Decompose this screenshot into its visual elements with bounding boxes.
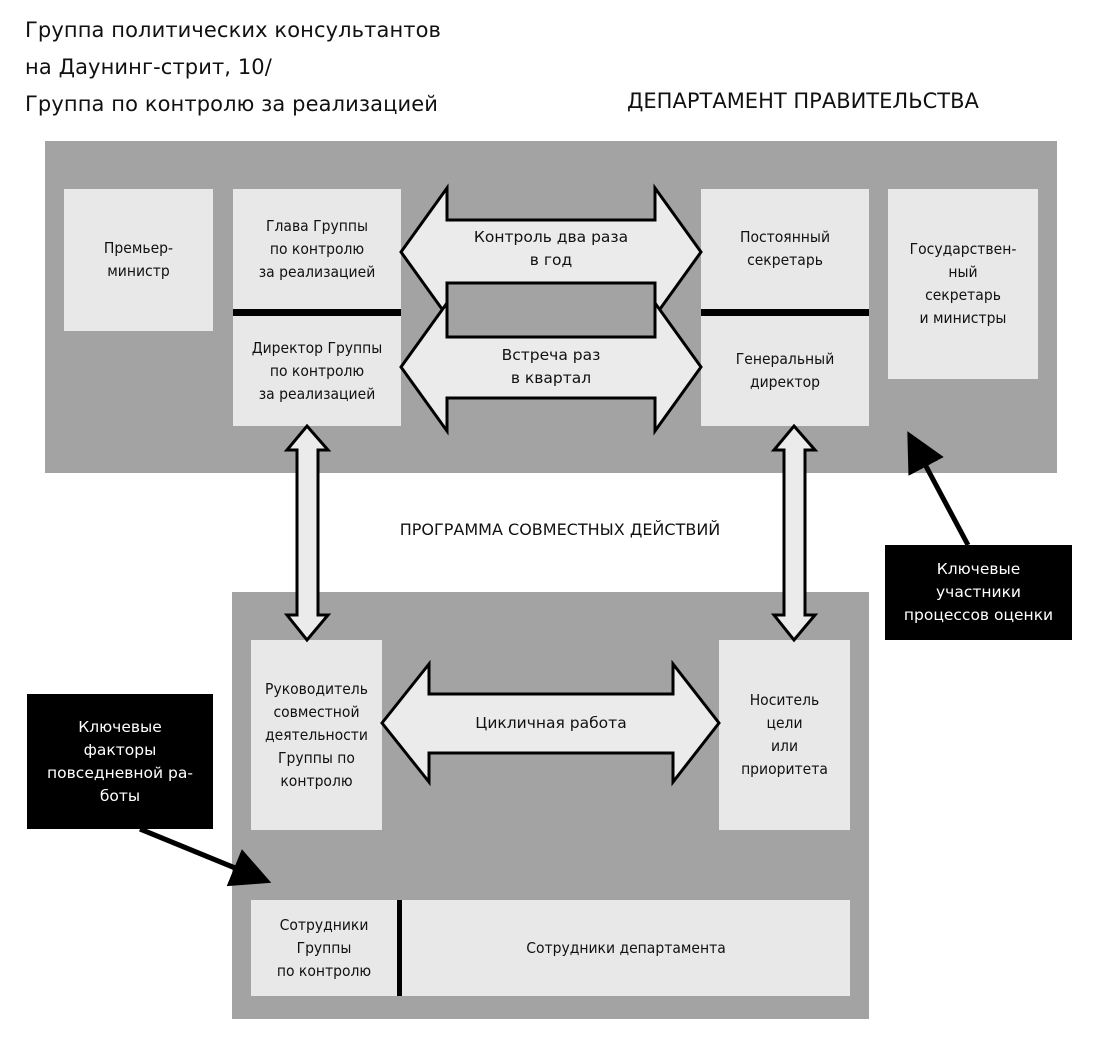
cyclic-work-label: Цикличная работа [475, 714, 627, 732]
staff-divider [397, 900, 402, 996]
head-of-unit-box: Глава Группы по контролю за реализацией [233, 189, 401, 309]
cyclic-work-arrow [380, 659, 721, 787]
unit-staff-box: Сотрудники Группы по контролю [251, 900, 397, 996]
head-of-unit-label: Глава Группы по контролю за реализацией [258, 216, 376, 281]
secretary-of-state-box: Государствен- ный секретарь и министры [888, 189, 1038, 379]
left-heading-line-2: на Даунинг-стрит, 10/ [25, 55, 272, 79]
target-owner-label: Носитель цели или приоритета [741, 691, 828, 778]
prime-minister-box: Премьер- министр [64, 189, 213, 331]
prime-minister-label: Премьер- министр [103, 239, 174, 280]
right-divider [701, 309, 869, 316]
key-factors-callout: Ключевые факторы повседневной ра- боты [27, 694, 213, 829]
quarterly-meeting-arrow [399, 298, 703, 436]
left-heading: Группа политических консультантов на Дау… [25, 12, 441, 123]
key-participants-label: Ключевые участники процессов оценки [903, 560, 1054, 624]
biannual-review-arrow [399, 183, 703, 321]
joint-lead-box: Руководитель совместной деятельности Гру… [251, 640, 382, 830]
director-general-label: Генеральный директор [735, 350, 835, 391]
unit-staff-label: Сотрудники Группы по контролю [276, 915, 372, 980]
target-owner-box: Носитель цели или приоритета [719, 640, 850, 830]
director-of-unit-label: Директор Группы по контролю за реализаци… [251, 338, 383, 403]
key-factors-label: Ключевые факторы повседневной ра- боты [47, 717, 193, 805]
key-factors-pointer-arrow [139, 826, 272, 887]
program-label: ПРОГРАММА СОВМЕСТНЫХ ДЕЙСТВИЙ [399, 520, 721, 539]
department-heading: ДЕПАРТАМЕНТ ПРАВИТЕЛЬСТВА [627, 89, 979, 113]
permanent-secretary-label: Постоянный секретарь [739, 228, 831, 269]
secretary-of-state-label: Государствен- ный секретарь и министры [909, 240, 1017, 327]
left-heading-line-1: Группа политических консультантов [25, 18, 442, 42]
department-staff-box: Сотрудники департамента [402, 900, 850, 996]
key-participants-pointer-arrow [907, 431, 971, 547]
director-general-box: Генеральный директор [701, 316, 869, 426]
biannual-review-label: Контроль два раза в год [473, 228, 629, 269]
right-vertical-arrow [770, 423, 819, 643]
director-of-unit-box: Директор Группы по контролю за реализаци… [233, 316, 401, 426]
key-participants-callout: Ключевые участники процессов оценки [885, 545, 1072, 640]
left-divider [233, 309, 401, 316]
left-heading-line-3: Группа по контролю за реализацией [25, 92, 439, 116]
department-staff-label: Сотрудники департамента [526, 938, 726, 957]
left-vertical-arrow [283, 423, 332, 643]
quarterly-meeting-label: Встреча раз в квартал [501, 346, 601, 387]
permanent-secretary-box: Постоянный секретарь [701, 189, 869, 309]
joint-lead-label: Руководитель совместной деятельности Гру… [265, 679, 368, 790]
